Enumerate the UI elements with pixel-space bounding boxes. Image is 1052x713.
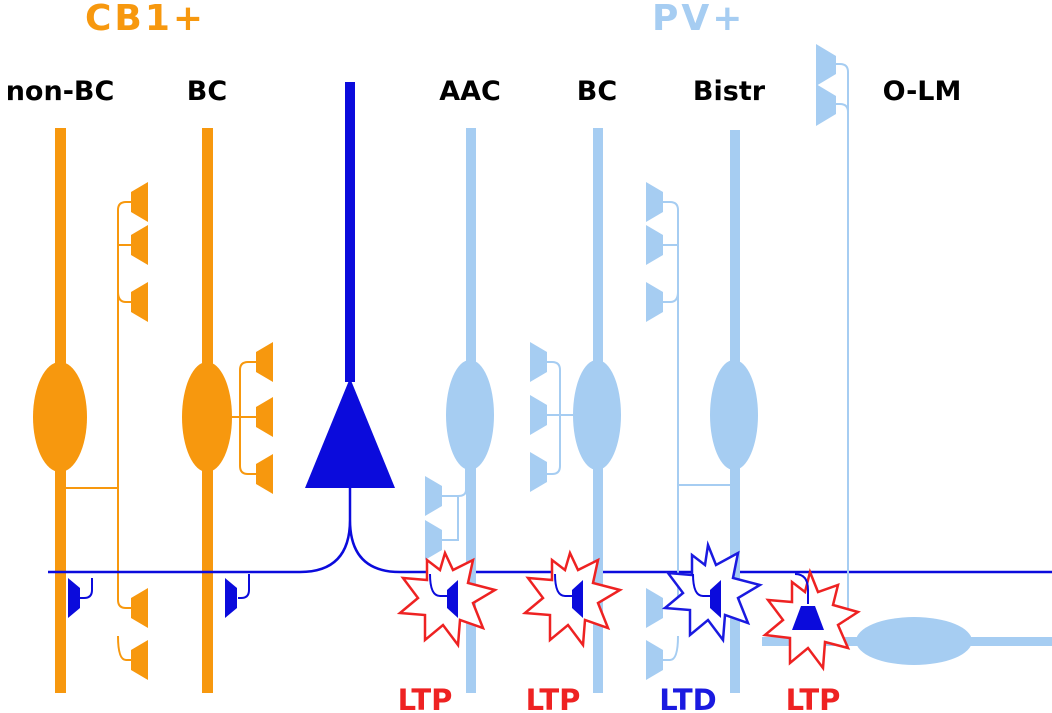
pv-bc-cell bbox=[530, 128, 621, 693]
bistr-terminals bbox=[646, 182, 663, 680]
non-bc-soma bbox=[33, 362, 87, 472]
olm-ltp-burst bbox=[761, 567, 861, 672]
bistr-soma bbox=[710, 360, 758, 470]
aac-soma bbox=[446, 360, 494, 470]
olm-plasticity-label: LTP bbox=[786, 683, 841, 713]
cell-label-pv-bc: BC bbox=[577, 76, 617, 107]
synapse-to-non-bc bbox=[68, 578, 80, 618]
cb1-bc-cell bbox=[182, 128, 273, 693]
aac-plasticity-label: LTP bbox=[398, 683, 453, 713]
cell-label-olm: O-LM bbox=[883, 76, 962, 107]
pv-bc-plasticity-label: LTP bbox=[526, 683, 581, 713]
pv-aac-cell bbox=[425, 128, 494, 693]
cell-label-cb1-bc: BC bbox=[187, 76, 227, 107]
pyramidal-apical-dendrite bbox=[345, 82, 355, 382]
non-bc-axon bbox=[66, 201, 131, 661]
non-bc-terminals bbox=[131, 182, 148, 680]
pyramidal-cell bbox=[48, 82, 1052, 618]
aac-ltp-burst bbox=[396, 549, 499, 649]
cb1-bc-soma bbox=[182, 362, 232, 472]
pv-bc-soma bbox=[573, 360, 621, 470]
cell-label-aac: AAC bbox=[439, 76, 501, 107]
aac-axon bbox=[442, 468, 467, 541]
olm-terminals bbox=[816, 44, 836, 126]
pv-bc-axon bbox=[547, 361, 573, 475]
pv-bc-ltp-burst bbox=[521, 549, 624, 649]
aac-terminals bbox=[425, 476, 442, 560]
olm-soma bbox=[856, 617, 972, 665]
pyramidal-collateral-non-bc bbox=[80, 578, 93, 599]
cell-label-non-bc: non-BC bbox=[6, 76, 115, 107]
pyramidal-axon bbox=[48, 488, 1052, 574]
olm-axon bbox=[836, 63, 849, 620]
cell-label-bistr: Bistr bbox=[693, 76, 766, 107]
pyramidal-soma bbox=[305, 378, 395, 488]
pyramidal-collateral-cb1-bc bbox=[238, 574, 250, 599]
cb1-non-bc-cell bbox=[33, 128, 148, 693]
cb1-group-label: CB1+ bbox=[85, 0, 206, 39]
cb1-bc-axon bbox=[232, 361, 256, 475]
bistr-plasticity-label: LTD bbox=[659, 683, 717, 713]
synapse-to-cb1-bc bbox=[225, 578, 237, 618]
bistr-ltd-burst bbox=[661, 540, 764, 644]
pv-group-label: PV+ bbox=[652, 0, 745, 39]
pv-bc-terminals bbox=[530, 342, 547, 492]
pv-olm-cell bbox=[762, 44, 1052, 665]
cb1-bc-terminals bbox=[256, 342, 273, 494]
